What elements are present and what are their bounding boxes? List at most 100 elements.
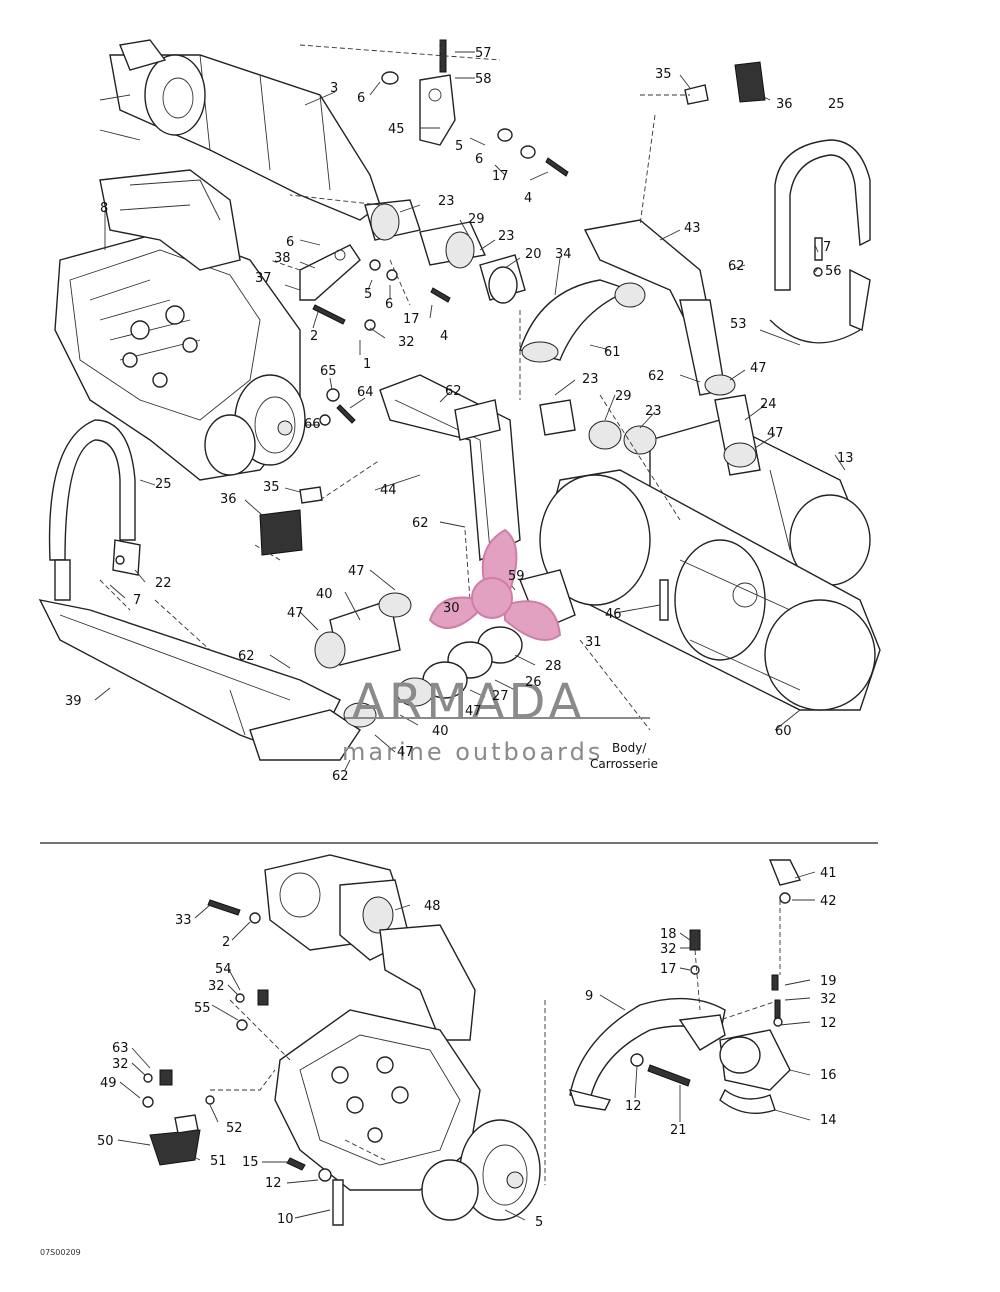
label-50: 50 xyxy=(97,1134,114,1149)
label-55: 55 xyxy=(194,1001,211,1016)
label-60: 60 xyxy=(775,724,792,739)
small-hardware-lower-left xyxy=(142,899,344,1226)
assembly-lines-lower xyxy=(210,900,781,1185)
strap-25-right xyxy=(769,139,871,344)
label-29: 29 xyxy=(615,389,632,404)
label-29: 29 xyxy=(468,212,485,227)
lower-assembly xyxy=(117,854,816,1226)
label-25: 25 xyxy=(828,97,845,112)
label-4: 4 xyxy=(440,329,448,344)
label-37: 37 xyxy=(255,271,272,286)
armada-watermark: ARMADA marine outboards xyxy=(342,528,650,766)
engine-block-lower xyxy=(264,854,541,1221)
label-3: 3 xyxy=(330,81,338,96)
callout-line-1: Body/ xyxy=(612,741,647,755)
label-19: 19 xyxy=(820,974,837,989)
label-58: 58 xyxy=(475,72,492,87)
label-46: 46 xyxy=(605,607,622,622)
label-53: 53 xyxy=(730,317,747,332)
label-26: 26 xyxy=(525,675,542,690)
label-31: 31 xyxy=(585,635,602,650)
label-12: 12 xyxy=(625,1099,642,1114)
engine-block-upper xyxy=(54,169,306,481)
strap-25-left xyxy=(48,419,141,601)
label-23: 23 xyxy=(582,372,599,387)
label-62: 62 xyxy=(445,384,462,399)
label-23: 23 xyxy=(438,194,455,209)
label-9: 9 xyxy=(585,989,593,1004)
drawing-code: 07S00209 xyxy=(40,1248,81,1257)
muffler-60 xyxy=(539,469,881,711)
label-48: 48 xyxy=(424,899,441,914)
bracket-45 xyxy=(381,39,569,177)
watermark-subtitle: marine outboards xyxy=(342,738,603,766)
label-56: 56 xyxy=(825,264,842,279)
label-32: 32 xyxy=(208,979,225,994)
label-23: 23 xyxy=(645,404,662,419)
label-7: 7 xyxy=(823,240,831,255)
label-2: 2 xyxy=(222,935,230,950)
label-13: 13 xyxy=(837,451,854,466)
label-64: 64 xyxy=(357,385,374,400)
label-25: 25 xyxy=(155,477,172,492)
label-16: 16 xyxy=(820,1068,837,1083)
label-17: 17 xyxy=(403,312,420,327)
label-65: 65 xyxy=(320,364,337,379)
upper-assembly: ARMADA marine outboards Body/ Carrosseri… xyxy=(38,39,881,771)
label-52: 52 xyxy=(226,1121,243,1136)
label-51: 51 xyxy=(210,1154,227,1169)
label-18: 18 xyxy=(660,927,677,942)
muffler-13 xyxy=(649,394,871,586)
label-47: 47 xyxy=(750,361,767,376)
label-28: 28 xyxy=(545,659,562,674)
label-5: 5 xyxy=(535,1215,543,1230)
label-21: 21 xyxy=(670,1123,687,1138)
exhaust-couplings-upper xyxy=(364,199,526,304)
label-62: 62 xyxy=(412,516,429,531)
tailpipe-39 xyxy=(38,599,361,761)
callout-line-2: Carrosserie xyxy=(590,757,658,771)
label-43: 43 xyxy=(684,221,701,236)
label-38: 38 xyxy=(274,251,291,266)
label-20: 20 xyxy=(525,247,542,262)
label-17: 17 xyxy=(492,169,509,184)
couplings-lower xyxy=(314,399,669,728)
label-23: 23 xyxy=(498,229,515,244)
label-45: 45 xyxy=(388,122,405,137)
label-6: 6 xyxy=(286,235,294,250)
label-62: 62 xyxy=(332,769,349,784)
label-66: 66 xyxy=(304,417,321,432)
label-17: 17 xyxy=(660,962,677,977)
leader-lines-lower xyxy=(117,871,816,1221)
tuned-pipe-upper xyxy=(99,39,381,221)
label-1: 1 xyxy=(363,357,371,372)
part-number-labels: 57 58 3 6 45 5 6 17 4 35 36 25 8 23 29 2… xyxy=(65,46,854,1230)
label-47: 47 xyxy=(465,704,482,719)
label-47: 47 xyxy=(767,426,784,441)
leader-lines-upper xyxy=(94,51,846,771)
label-32: 32 xyxy=(112,1057,129,1072)
valve-assembly-16 xyxy=(689,859,802,1114)
label-36: 36 xyxy=(776,97,793,112)
label-24: 24 xyxy=(760,397,777,412)
label-14: 14 xyxy=(820,1113,837,1128)
label-5: 5 xyxy=(364,287,372,302)
bracket-38 xyxy=(299,244,451,331)
label-32: 32 xyxy=(660,942,677,957)
label-32: 32 xyxy=(398,335,415,350)
label-62: 62 xyxy=(728,259,745,274)
label-15: 15 xyxy=(242,1155,259,1170)
label-40: 40 xyxy=(432,724,449,739)
watermark-title: ARMADA xyxy=(352,674,585,730)
label-47: 47 xyxy=(287,606,304,621)
label-36: 36 xyxy=(220,492,237,507)
label-59: 59 xyxy=(508,569,525,584)
exhaust-hose-34 xyxy=(519,219,736,396)
small-hardware-upper xyxy=(115,61,823,565)
pipe-44 xyxy=(379,374,521,562)
label-40: 40 xyxy=(316,587,333,602)
label-44: 44 xyxy=(380,483,397,498)
assembly-lines-upper xyxy=(99,40,690,731)
label-4: 4 xyxy=(524,191,532,206)
